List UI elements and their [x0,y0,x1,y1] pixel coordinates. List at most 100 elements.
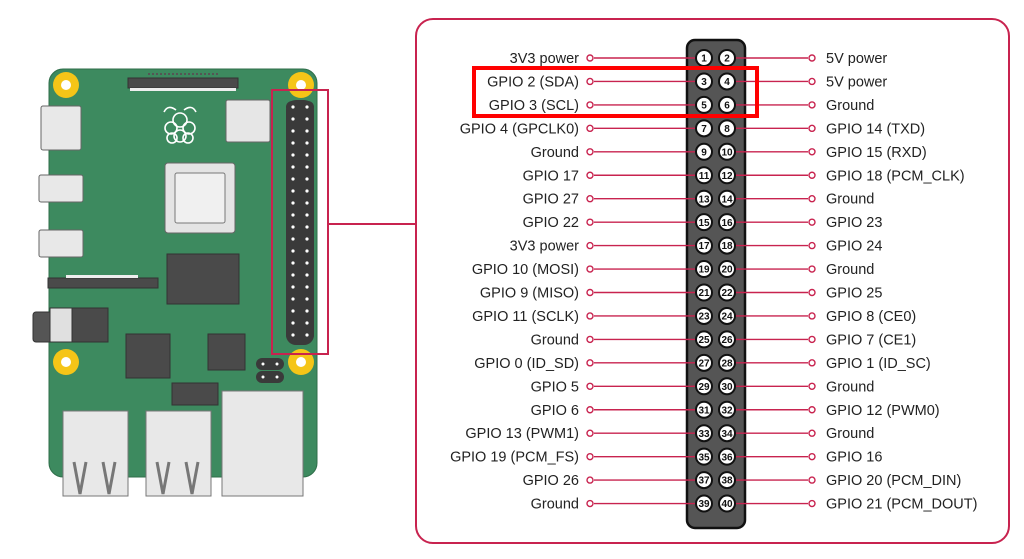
header-pin-pair [286,137,314,149]
pin-terminal-icon [808,452,816,461]
pin-number: 40 [721,499,733,510]
pin-dot-icon [305,213,309,217]
pin-circle-icon[interactable] [695,236,713,255]
pin-circle-icon[interactable] [695,213,713,232]
pin-number: 11 [699,171,710,182]
pin-dot-icon [305,153,309,157]
pin-terminal-icon [808,288,816,297]
pin-label: Ground [826,262,874,278]
pin-circle-icon[interactable] [718,95,736,114]
pin-circle-icon[interactable] [718,330,736,349]
pin-circle-icon[interactable] [695,306,713,325]
pin-label: GPIO 4 (GPCLK0) [460,121,579,137]
header-pin-pair [286,245,314,257]
pin-number: 19 [698,265,710,276]
header-pin-pair [286,281,314,293]
pin-row-left: GPIO 3 (SCL)5 [489,95,713,114]
pin-terminal-icon [808,335,816,344]
pin-circle-icon[interactable] [695,72,713,91]
pin-circle-icon[interactable] [695,260,713,279]
pin-number: 29 [698,382,710,393]
pin-number: 31 [698,405,710,416]
camera-connector [47,275,159,289]
pmic-chip [171,382,219,406]
pin-circle-icon[interactable] [695,494,713,513]
pin-circle-icon[interactable] [718,72,736,91]
pin-terminal-icon [808,476,816,484]
header-pin-pair [286,173,314,185]
pin-circle-icon[interactable] [718,447,736,466]
pin-circle-icon[interactable] [695,166,713,185]
pin-label: GPIO 17 [523,168,579,184]
pin-number: 22 [721,288,733,299]
pin-terminal-icon [586,101,594,109]
pin-circle-icon[interactable] [718,166,736,185]
pin-dot-icon [305,225,309,229]
pin-circle-icon[interactable] [695,189,713,208]
pin-circle-icon[interactable] [718,213,736,232]
pin-circle-icon[interactable] [695,283,713,302]
pin-label: GPIO 12 (PWM0) [826,403,940,419]
pin-dot-icon [291,249,295,253]
pin-terminal-icon [808,406,816,414]
pin-row-right: GPIO 18 (PCM_CLK)12 [718,166,965,185]
pin-dot-icon [305,129,309,133]
header-pin-pair [286,149,314,161]
pin-circle-icon[interactable] [718,494,736,513]
pin-circle-icon[interactable] [695,400,713,419]
pin-circle-icon[interactable] [695,353,713,372]
pin-circle-icon[interactable] [718,471,736,490]
pin-circle-icon[interactable] [695,330,713,349]
pin-number: 18 [721,241,733,252]
pin-dot-icon [291,213,295,217]
pin-circle-icon[interactable] [695,119,713,138]
pin-terminal-icon [586,218,594,226]
pin-terminal-icon [808,194,816,203]
pin-terminal-icon [586,241,594,250]
header-pin-pair [286,233,314,245]
pin-circle-icon[interactable] [718,189,736,208]
pin-circle-icon[interactable] [718,400,736,419]
pin-row-left: GPIO 4 (GPCLK0)7 [460,119,713,138]
pin-dot-icon [305,309,309,313]
pin-circle-icon[interactable] [718,119,736,138]
poe-header [256,358,284,383]
pin-dot-icon [291,225,295,229]
pin-number: 4 [724,77,730,88]
pin-circle-icon[interactable] [695,95,713,114]
pin-circle-icon[interactable] [718,142,736,161]
pin-row-left: GPIO 19 (PCM_FS)35 [450,447,713,466]
pin-circle-icon[interactable] [695,377,713,396]
pin-row-left: GPIO 0 (ID_SD)27 [474,353,713,372]
pin-circle-icon[interactable] [695,142,713,161]
usb-port-1 [145,410,212,497]
pin-circle-icon[interactable] [695,424,713,443]
pin-label: Ground [826,98,874,114]
pin-row-left: GPIO 10 (MOSI)19 [472,260,713,279]
header-pin-pair [286,221,314,233]
pin-circle-icon[interactable] [718,353,736,372]
pin-circle-icon[interactable] [718,377,736,396]
pin-circle-icon[interactable] [695,447,713,466]
pin-circle-icon[interactable] [718,424,736,443]
pin-number: 17 [698,241,710,252]
pin-dot-icon [305,321,309,325]
pin-dot-icon [291,141,295,145]
usb-port-0 [62,410,129,497]
pin-dot-icon [305,285,309,289]
pin-circle-icon[interactable] [718,260,736,279]
pin-circle-icon[interactable] [718,306,736,325]
pin-terminal-icon [586,335,594,344]
pin-circle-icon[interactable] [718,236,736,255]
pin-terminal-icon [586,54,594,62]
pin-number: 14 [721,194,733,205]
pin-terminal-icon [808,124,816,133]
pin-circle-icon[interactable] [695,471,713,490]
pin-circle-icon[interactable] [718,283,736,302]
wireless-module [225,99,271,143]
